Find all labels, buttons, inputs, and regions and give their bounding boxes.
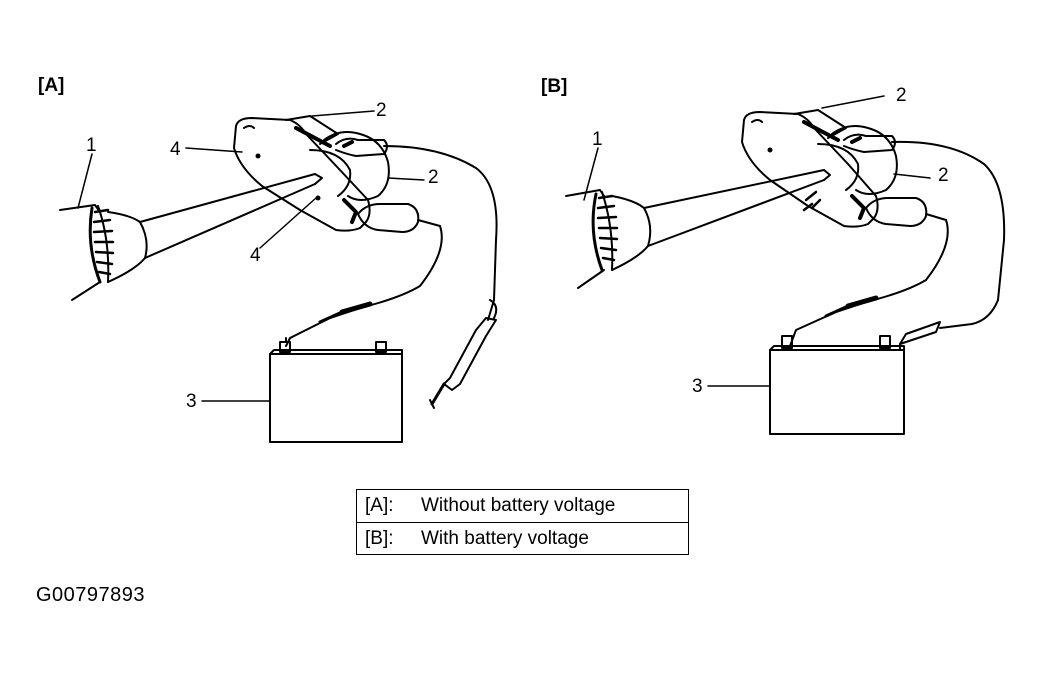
panel-b-label: [B] bbox=[541, 76, 568, 97]
panel-b-callout-connector-upper: 2 bbox=[896, 85, 907, 106]
panel-b-leaders bbox=[583, 95, 931, 387]
panel-a-battery bbox=[269, 337, 403, 443]
panel-b-callout-connector-lower: 2 bbox=[938, 165, 949, 186]
panel-a-sensor bbox=[233, 115, 441, 233]
legend-text: Without battery voltage bbox=[421, 495, 616, 516]
panel-a-label: [A] bbox=[38, 75, 65, 96]
legend-key: [A]: bbox=[365, 495, 394, 516]
panel-b-probe bbox=[565, 169, 831, 289]
panel-a-callout-sensor-upper: 4 bbox=[170, 139, 181, 160]
panel-b-wires bbox=[789, 140, 1006, 351]
panel-a-callout-sensor-lower: 4 bbox=[250, 245, 261, 266]
panel-a-wires bbox=[285, 145, 498, 409]
figure-id: G00797893 bbox=[36, 584, 146, 606]
panel-b-callout-probe: 1 bbox=[592, 129, 603, 150]
legend-row: [B]: With battery voltage bbox=[357, 522, 688, 554]
panel-a-callout-probe: 1 bbox=[86, 135, 97, 156]
panel-b-drawing bbox=[565, 95, 1006, 435]
panel-a-probe bbox=[59, 173, 323, 301]
legend-text: With battery voltage bbox=[421, 527, 589, 549]
panel-a-callout-battery: 3 bbox=[186, 391, 197, 412]
panel-a-leaders bbox=[77, 110, 425, 402]
panel-a-callout-connector-upper: 2 bbox=[376, 100, 387, 121]
panel-b-battery bbox=[769, 335, 905, 435]
panel-b-callout-battery: 3 bbox=[692, 376, 703, 397]
panel-b-sensor bbox=[741, 109, 947, 228]
legend-key: [B]: bbox=[365, 527, 394, 549]
legend-row: [A]: Without battery voltage bbox=[357, 490, 688, 522]
panel-a-callout-connector-lower: 2 bbox=[428, 167, 439, 188]
panel-a-drawing bbox=[59, 110, 498, 443]
legend-table: [A]: Without battery voltage [B]: With b… bbox=[356, 489, 689, 555]
